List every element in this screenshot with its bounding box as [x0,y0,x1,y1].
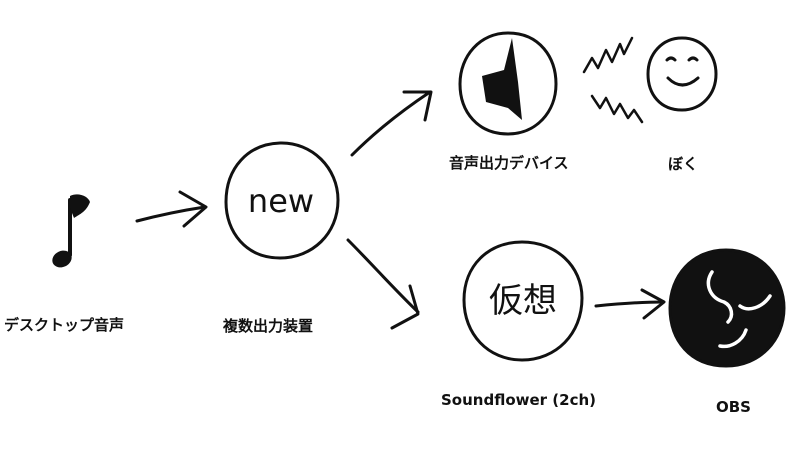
multi-output-circle-text: new [248,182,314,220]
multi-output-circle: new [224,141,340,260]
smiley-face-icon [646,36,718,112]
arrow-multi-output-to-audio-output [350,90,433,157]
label-desktop-audio: デスクトップ音声 [4,316,125,334]
label-soundflower: Soundflower (2ch) [441,391,596,409]
soundflower-circle: 仮想 [462,240,584,362]
label-obs: OBS [716,398,751,416]
arrow-multi-output-to-soundflower [346,238,420,330]
sound-waves-icon [582,36,644,124]
speaker-icon [458,31,558,136]
arrow-desktop-to-multi-output [135,190,208,228]
arrow-soundflower-to-obs [594,288,666,320]
label-audio-output-device: 音声出力デバイス [449,154,569,172]
music-note-icon [52,194,90,268]
soundflower-circle-text: 仮想 [489,281,557,321]
label-multi-output-device: 複数出力装置 [223,317,314,335]
obs-logo-icon [668,248,786,368]
label-me: ぼく [668,155,699,173]
